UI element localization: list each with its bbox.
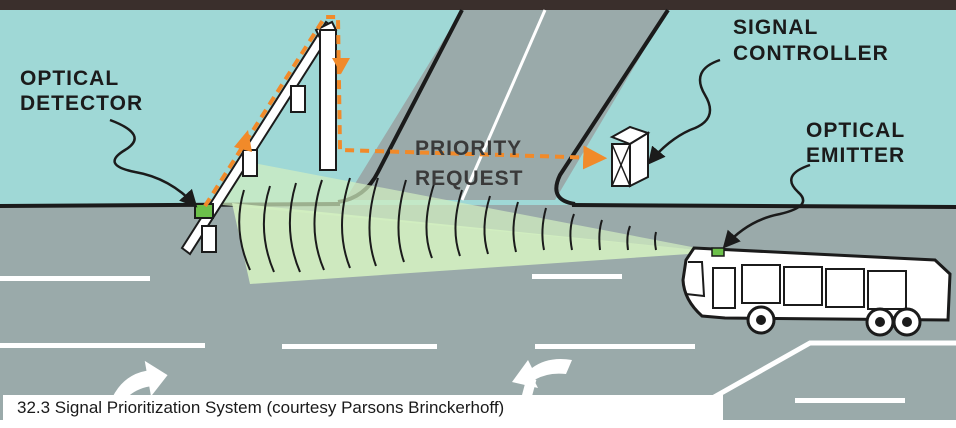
signal-waves [238, 177, 657, 273]
figure-caption: 32.3 Signal Prioritization System (court… [3, 395, 723, 421]
priority-request-down-arrow [332, 58, 350, 74]
side-road-right-edge [554, 8, 670, 206]
priority-request-label: PRIORITY REQUEST [415, 137, 529, 190]
controller-leader-line [647, 58, 721, 165]
priority-request-path [203, 15, 608, 208]
road-curb-right [571, 203, 956, 209]
traffic-signal-head [242, 149, 258, 177]
emitter-leader-line [722, 163, 811, 249]
top-border [0, 0, 956, 10]
lane-marking [0, 276, 150, 281]
lane-marking [282, 344, 437, 349]
lane-divider [698, 340, 956, 408]
bus [681, 246, 952, 337]
signal-controller-label: SIGNAL CONTROLLER [733, 16, 889, 65]
traffic-signal-head [201, 225, 217, 253]
optical-emitter-device [711, 247, 725, 257]
lane-marking [532, 274, 622, 279]
detector-leader-line [109, 118, 198, 208]
traffic-signal-head [290, 85, 306, 113]
lane-marking [0, 343, 205, 348]
optical-detector-label: OPTICAL DETECTOR [20, 67, 143, 115]
signal-mast [180, 20, 338, 256]
priority-request-up-arrow [234, 130, 252, 152]
optical-emitter-label: OPTICAL EMITTER [806, 119, 912, 167]
turn-right-arrow [112, 360, 168, 402]
signal-beam-upper [222, 160, 718, 252]
signal-controller-cabinet [609, 125, 651, 188]
side-road-center-line [460, 9, 547, 201]
optical-detector-device [194, 203, 214, 219]
lane-marking [795, 398, 905, 403]
lane-marking [535, 344, 695, 349]
signal-beam [232, 203, 718, 284]
